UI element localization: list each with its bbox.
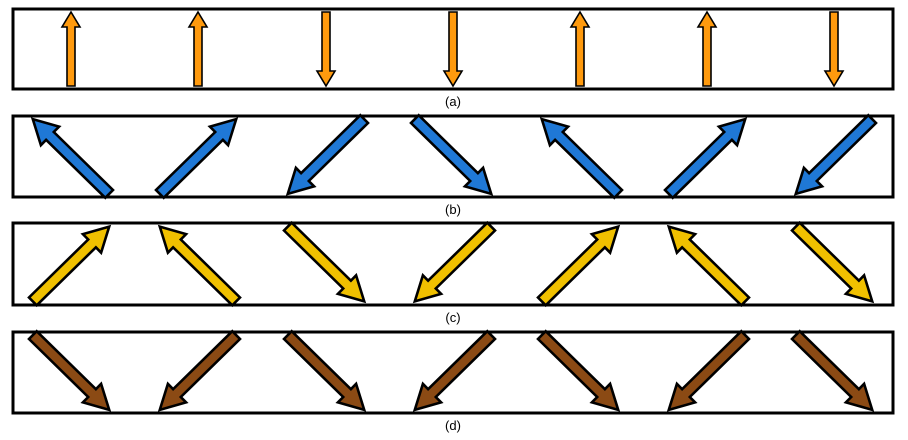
panel-label: (c) xyxy=(445,310,460,325)
arrow-up xyxy=(60,10,82,87)
arrow-down-left xyxy=(412,220,497,304)
arrow-up-right xyxy=(663,117,748,200)
arrow-down-right xyxy=(282,329,367,412)
arrow-down xyxy=(823,11,845,88)
arrow-down-right xyxy=(27,329,112,412)
arrow-down-right xyxy=(536,329,621,412)
arrow-down-left xyxy=(793,113,878,196)
panel-label: (b) xyxy=(445,202,461,217)
panel-b: (b) xyxy=(11,113,895,217)
arrow-down-right xyxy=(790,220,875,304)
arrow-down-right xyxy=(282,220,367,304)
arrow-up xyxy=(569,10,591,87)
arrow-down-left xyxy=(412,329,497,412)
panel-label: (d) xyxy=(445,418,461,433)
arrow-up xyxy=(187,10,209,87)
arrow-up-left xyxy=(666,224,751,308)
arrow-down-left xyxy=(157,329,242,412)
arrow-down-right xyxy=(790,329,875,412)
panel-label: (a) xyxy=(445,94,461,109)
arrow-up-right xyxy=(536,224,621,308)
arrow-down-left xyxy=(285,113,370,196)
panel-c: (c) xyxy=(11,220,895,325)
arrow-down-left xyxy=(666,329,751,412)
arrow-up-right xyxy=(154,117,239,200)
arrow-down xyxy=(442,11,464,88)
arrow-up-right xyxy=(27,224,112,308)
panel-d: (d) xyxy=(11,329,895,433)
arrow-up-left xyxy=(539,117,624,200)
arrow-down xyxy=(315,11,337,88)
arrow-up-left xyxy=(30,117,115,200)
panel-a: (a) xyxy=(11,7,895,109)
arrow-down-right xyxy=(409,113,494,196)
arrow-up-left xyxy=(157,224,242,308)
arrow-up xyxy=(696,10,718,87)
